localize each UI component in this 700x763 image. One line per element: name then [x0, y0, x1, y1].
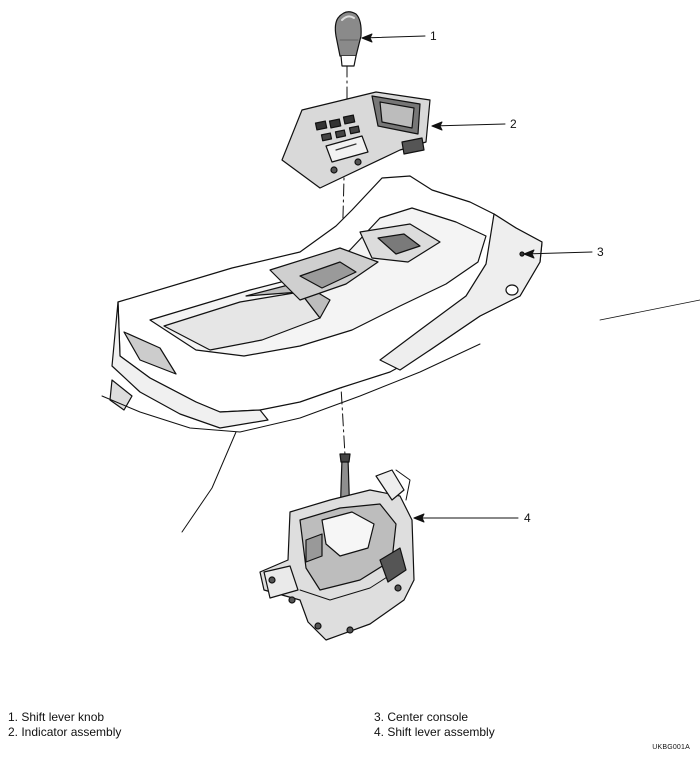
legend-item-2: 2. Indicator assembly: [8, 725, 122, 739]
callout-1: 1: [430, 29, 437, 43]
shift-lever-assembly-part: [259, 453, 415, 641]
leader-line-3: [523, 251, 593, 255]
leader-arrowhead-1: [361, 33, 373, 43]
callout-3: 3: [597, 245, 604, 259]
shift-lever-knob-part: [334, 11, 362, 67]
legend-item-4: 4. Shift lever assembly: [374, 725, 495, 739]
leader-line-1: [361, 35, 426, 39]
exploded-view-drawing: [101, 11, 700, 641]
leader-arrowhead-3: [523, 249, 535, 259]
center-console-part: [101, 175, 700, 533]
indicator-assembly-part: [281, 91, 431, 189]
leader-arrowhead-4: [413, 513, 425, 523]
legend-item-3: 3. Center console: [374, 710, 469, 724]
leader-arrowhead-2: [431, 121, 443, 131]
callout-4: 4: [524, 511, 531, 525]
callout-2: 2: [510, 117, 517, 131]
leader-line-2: [431, 123, 506, 127]
leader-arrows: [361, 33, 593, 523]
legend-item-1: 1. Shift lever knob: [8, 710, 105, 724]
figure-code: UKBG001A: [652, 744, 690, 751]
